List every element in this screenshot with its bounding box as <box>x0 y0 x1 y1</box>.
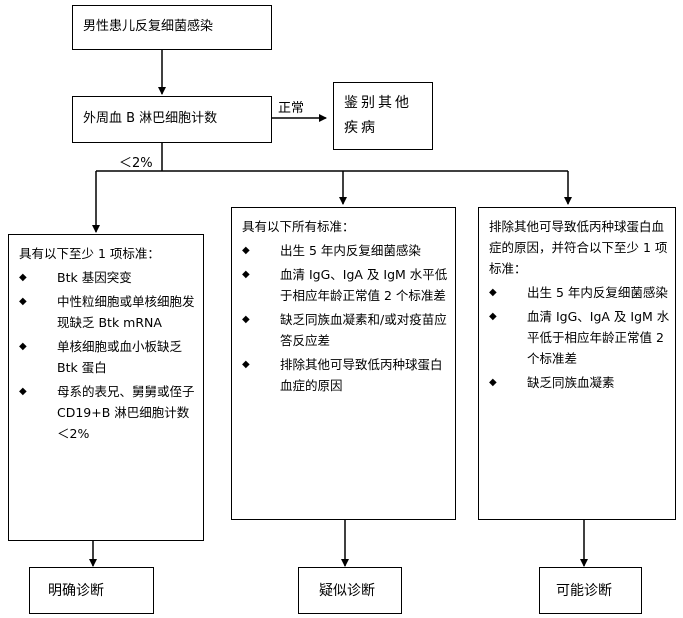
possible-result-text: 可能诊断 <box>556 583 612 599</box>
diamond-bullet-icon: ◆ <box>19 296 27 307</box>
diamond-bullet-icon: ◆ <box>19 341 27 352</box>
possible-item: ◆缺乏同族血凝素 <box>489 372 671 393</box>
diamond-bullet-icon: ◆ <box>242 269 250 280</box>
possible-result-box: 可能诊断 <box>539 567 642 614</box>
probable-item: ◆缺乏同族血凝素和/或对疫苗应答反应差 <box>242 309 450 351</box>
possible-criteria-box: 排除其他可导致低丙种球蛋白血症的原因，并符合以下至少 1 项标准： ◆出生 5 … <box>478 207 676 520</box>
possible-item: ◆出生 5 年内反复细菌感染 <box>489 282 671 303</box>
diamond-bullet-icon: ◆ <box>489 377 497 388</box>
probable-item: ◆出生 5 年内反复细菌感染 <box>242 240 450 261</box>
other-disease-box: 鉴别其他疾病 <box>333 82 433 150</box>
diamond-bullet-icon: ◆ <box>242 314 250 325</box>
other-disease-text: 鉴别其他疾病 <box>344 95 412 136</box>
probable-heading: 具有以下所有标准： <box>242 219 355 234</box>
diamond-bullet-icon: ◆ <box>19 272 27 283</box>
normal-label: 正常 <box>278 101 305 116</box>
diamond-bullet-icon: ◆ <box>489 287 497 298</box>
probable-criteria-box: 具有以下所有标准： ◆出生 5 年内反复细菌感染 ◆血清 IgG、IgA 及 I… <box>231 207 456 520</box>
definite-result-text: 明确诊断 <box>48 583 104 599</box>
possible-heading: 排除其他可导致低丙种球蛋白血症的原因，并符合以下至少 1 项标准： <box>489 219 668 276</box>
probable-result-box: 疑似诊断 <box>298 567 402 614</box>
definite-heading: 具有以下至少 1 项标准： <box>19 246 160 261</box>
definite-item: ◆Btk 基因突变 <box>19 267 199 288</box>
possible-item: ◆血清 IgG、IgA 及 IgM 水平低于相应年龄正常值 2 个标准差 <box>489 306 671 369</box>
test-box: 外周血 B 淋巴细胞计数 <box>72 96 272 143</box>
probable-result-text: 疑似诊断 <box>319 583 375 599</box>
low-label: ＜2% <box>119 156 153 171</box>
definite-criteria-box: 具有以下至少 1 项标准： ◆Btk 基因突变 ◆中性粒细胞或单核细胞发现缺乏 … <box>8 234 204 541</box>
definite-result-box: 明确诊断 <box>29 567 154 614</box>
diamond-bullet-icon: ◆ <box>489 311 497 322</box>
definite-item: ◆母系的表兄、舅舅或侄子 CD19+B 淋巴细胞计数＜2% <box>19 381 199 444</box>
probable-item: ◆排除其他可导致低丙种球蛋白血症的原因 <box>242 354 450 396</box>
start-box: 男性患儿反复细菌感染 <box>72 5 272 50</box>
diamond-bullet-icon: ◆ <box>242 245 250 256</box>
definite-item: ◆中性粒细胞或单核细胞发现缺乏 Btk mRNA <box>19 291 199 333</box>
probable-item: ◆血清 IgG、IgA 及 IgM 水平低于相应年龄正常值 2 个标准差 <box>242 264 450 306</box>
test-text: 外周血 B 淋巴细胞计数 <box>83 111 218 126</box>
definite-item: ◆单核细胞或血小板缺乏 Btk 蛋白 <box>19 336 199 378</box>
diamond-bullet-icon: ◆ <box>19 386 27 397</box>
diamond-bullet-icon: ◆ <box>242 359 250 370</box>
start-text: 男性患儿反复细菌感染 <box>83 19 214 34</box>
